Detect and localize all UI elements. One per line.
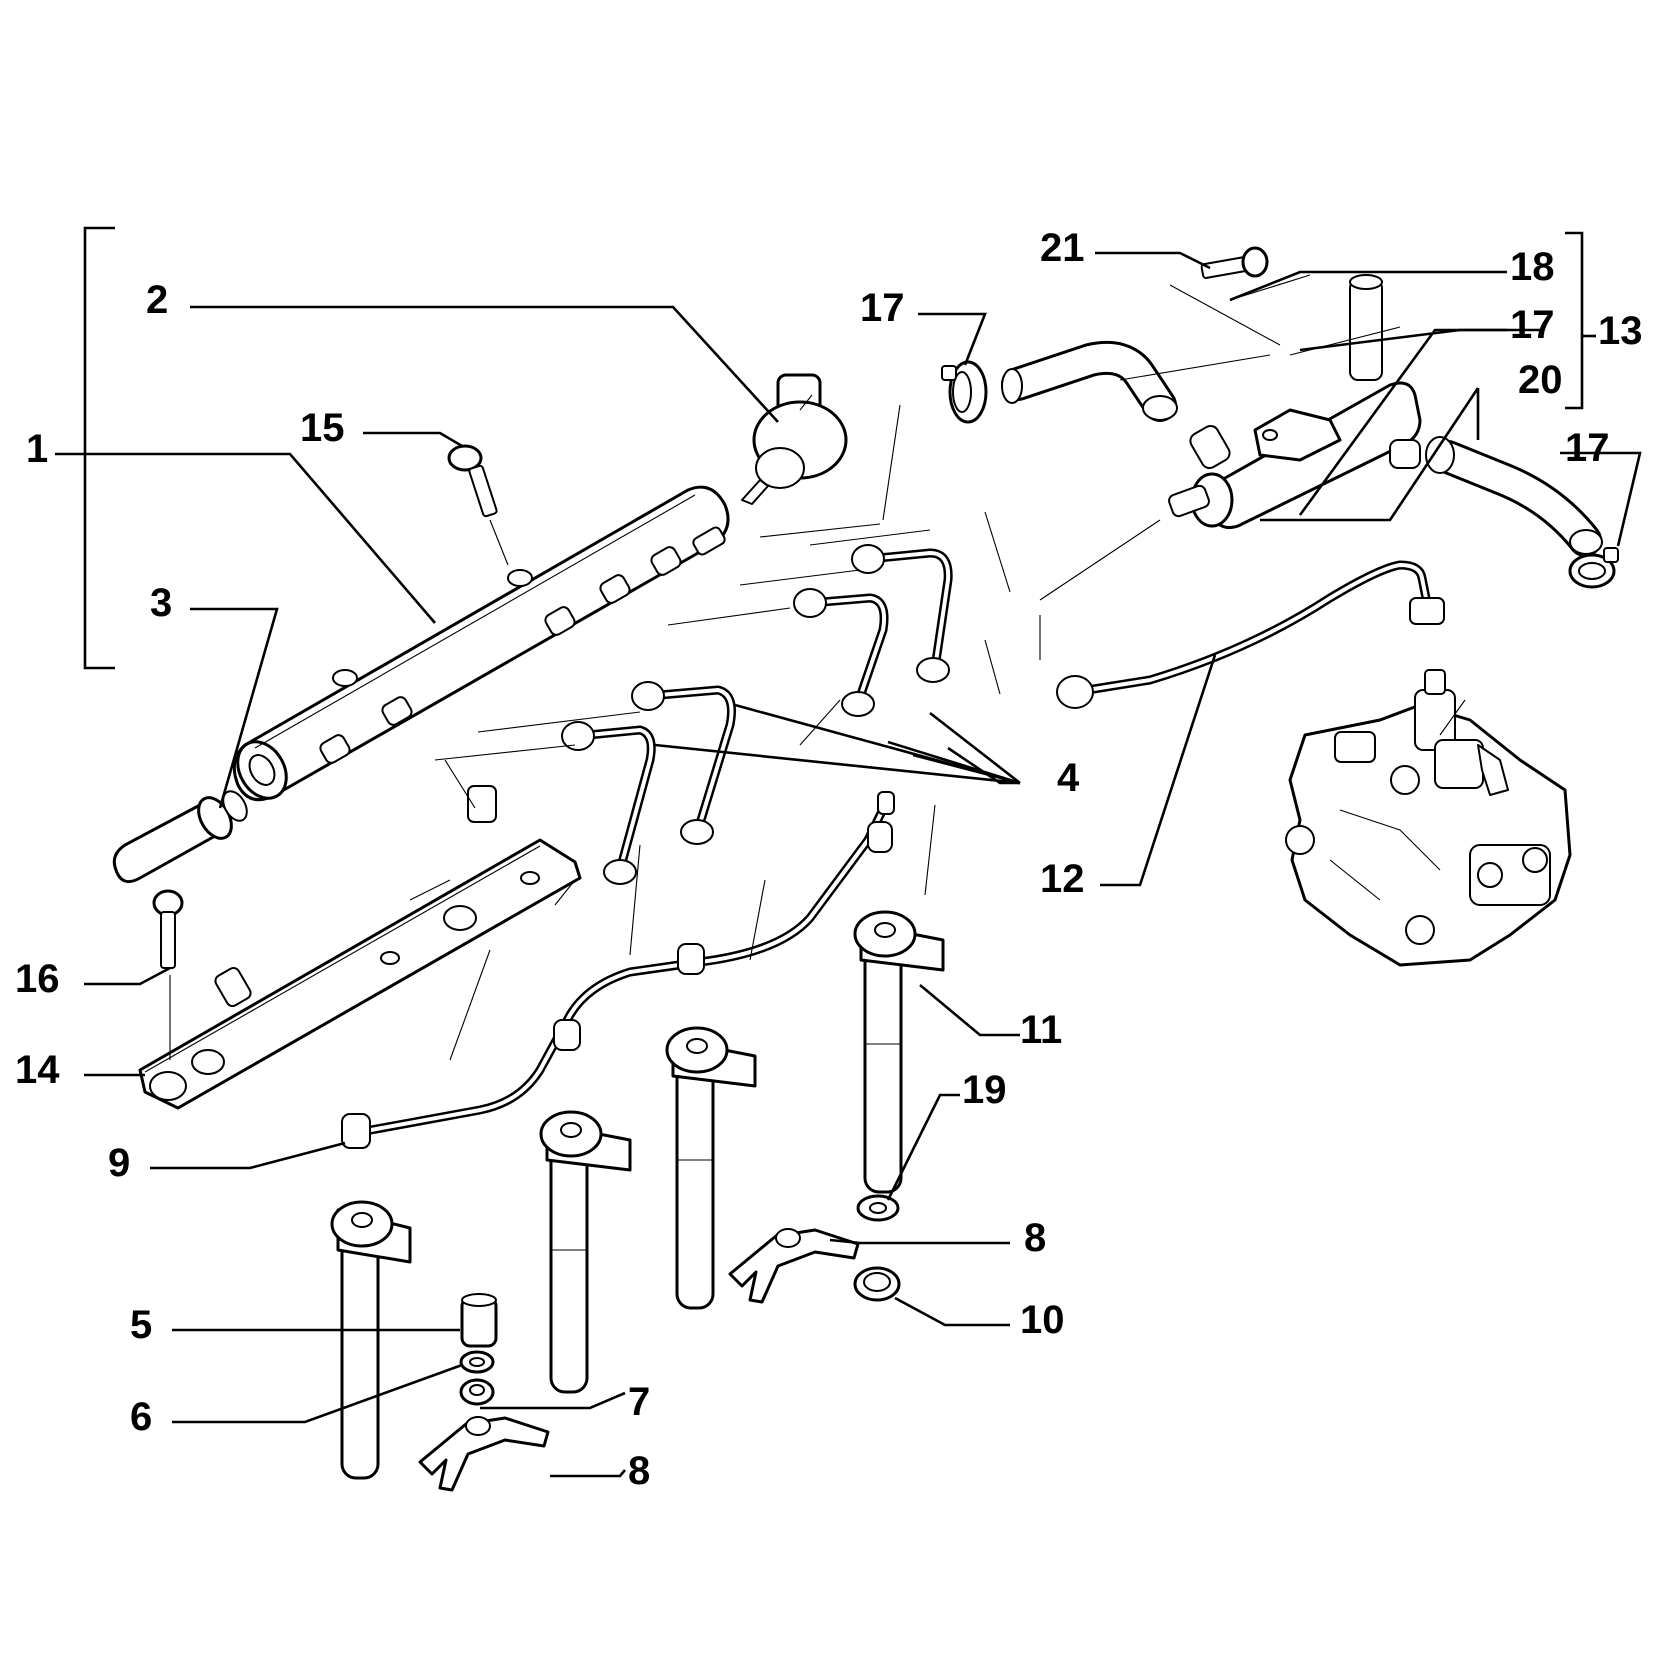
hose-clamp <box>1568 547 1619 589</box>
callout-17-right: 17 <box>1565 426 1610 470</box>
callout-17-left: 17 <box>860 286 905 330</box>
injector <box>665 1026 757 1310</box>
injector-clamp <box>728 1228 860 1304</box>
injector-pipe <box>561 721 656 885</box>
callout-15: 15 <box>300 406 345 450</box>
hose-clamp <box>941 360 988 424</box>
callout-8-lower: 8 <box>628 1449 650 1493</box>
pressure-sensor <box>112 790 248 884</box>
mounting-bracket <box>138 785 582 1110</box>
injector <box>330 1200 412 1480</box>
callout-8-upper: 8 <box>1024 1216 1046 1260</box>
callout-12: 12 <box>1040 857 1085 901</box>
rail-outlet <box>599 574 631 604</box>
callout-16: 16 <box>15 957 60 1001</box>
callout-2: 2 <box>146 278 168 322</box>
bolt-16 <box>152 889 184 969</box>
injector-pipe <box>851 544 953 683</box>
fuel-return-line <box>341 791 895 1149</box>
bolt-21 <box>1200 246 1269 279</box>
seal-10 <box>853 1266 901 1302</box>
fuel-rail <box>232 485 730 802</box>
callout-4: 4 <box>1057 756 1080 800</box>
callout-leaders <box>55 251 1642 1478</box>
callout-10: 10 <box>1020 1298 1065 1342</box>
washer-6 <box>459 1350 495 1374</box>
callout-21: 21 <box>1040 226 1085 270</box>
callout-9: 9 <box>108 1141 130 1185</box>
callout-labels: 1 2 3 4 5 6 7 8 8 9 10 11 12 13 14 15 16… <box>15 226 1643 1493</box>
injector-pipe <box>793 588 889 717</box>
callout-14: 14 <box>15 1048 60 1092</box>
connector-18 <box>1168 274 1422 530</box>
assembly-guides <box>169 274 1466 1061</box>
bracket-group-13 <box>1565 231 1596 410</box>
bracket-group-1 <box>83 226 115 670</box>
rail-outlet <box>544 606 576 636</box>
bolt-15 <box>447 444 498 518</box>
rail-outlet <box>650 546 682 576</box>
callout-7: 7 <box>628 1380 650 1424</box>
sleeve-5 <box>460 1293 498 1348</box>
rail-outlet <box>381 696 413 726</box>
rail-outlet <box>319 734 351 764</box>
pressure-regulator <box>741 373 848 505</box>
callout-19: 19 <box>962 1068 1007 1112</box>
callout-1: 1 <box>26 427 48 471</box>
callout-11: 11 <box>1020 1008 1062 1052</box>
injector <box>853 910 945 1194</box>
coolant-hose-left <box>1001 340 1178 422</box>
injector-clamp <box>418 1416 550 1492</box>
callout-6: 6 <box>130 1395 152 1439</box>
washer-19 <box>856 1194 900 1222</box>
callout-3: 3 <box>150 581 172 625</box>
high-pressure-pump <box>1285 669 1572 967</box>
callout-17-middle: 17 <box>1510 303 1555 347</box>
callout-20: 20 <box>1518 358 1563 402</box>
coolant-hose-right <box>1425 436 1603 557</box>
callout-5: 5 <box>130 1303 152 1347</box>
injector <box>539 1110 632 1394</box>
callout-18: 18 <box>1510 245 1555 289</box>
fuel-feed-pipe <box>1056 560 1445 709</box>
nut-7 <box>459 1378 495 1406</box>
injector-pipe <box>631 681 736 845</box>
callout-13: 13 <box>1598 309 1643 353</box>
